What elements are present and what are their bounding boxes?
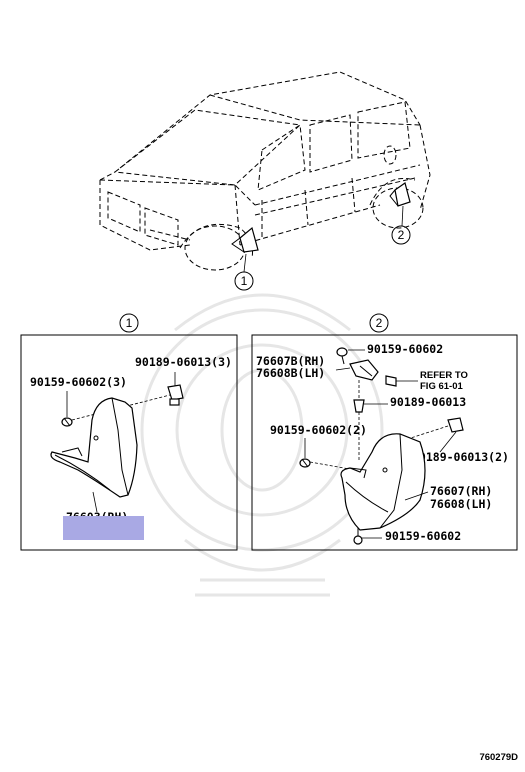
label-76608-lh: 76608(LH) — [430, 497, 492, 511]
refer-to-text: REFER TO — [420, 370, 468, 381]
panel-left-frame — [20, 334, 238, 551]
clip-part-mid — [353, 399, 365, 413]
label-76607b-rh: 76607B(RH) — [256, 354, 325, 368]
panel-2-label: 2 — [376, 316, 383, 330]
highlight-box — [63, 516, 144, 540]
figure-id: 760279D — [479, 752, 518, 763]
label-90159-60602-top: 90159-60602 — [367, 342, 443, 356]
mudflap-part-76603 — [50, 397, 138, 498]
fig-ref-text: FIG 61-01 — [420, 381, 463, 392]
front-mudflap-location — [231, 226, 259, 253]
label-90189-06013-mid: 90189-06013 — [390, 395, 466, 409]
label-76608b-lh: 76608B(LH) — [256, 366, 325, 380]
bracket-clip — [385, 375, 397, 387]
callout-1: 1 — [241, 274, 248, 288]
screw-part-bottom — [353, 528, 363, 545]
label-90189-06013-2: 90189-06013(2) — [412, 450, 509, 464]
label-90159-60602-3: 90159-60602(3) — [30, 375, 127, 389]
screw-part-right-panel — [299, 458, 311, 468]
mudflap-part-76607 — [340, 433, 426, 531]
label-90159-60602-2: 90159-60602(2) — [270, 423, 367, 437]
rear-mudflap-location — [389, 182, 411, 207]
callout-2: 2 — [398, 228, 405, 242]
screw-part-left — [61, 417, 73, 427]
panel-right-frame — [251, 334, 518, 551]
clip-part-right — [447, 417, 464, 433]
vehicle-outline — [99, 71, 431, 271]
label-76607-rh: 76607(RH) — [430, 484, 492, 498]
label-90189-06013-3: 90189-06013(3) — [135, 355, 232, 369]
label-90159-60602-bottom: 90159-60602 — [385, 529, 461, 543]
panel-1-label: 1 — [126, 316, 133, 330]
screw-part-top — [336, 347, 348, 365]
bracket-part — [349, 359, 379, 381]
clip-part-left — [167, 384, 184, 406]
